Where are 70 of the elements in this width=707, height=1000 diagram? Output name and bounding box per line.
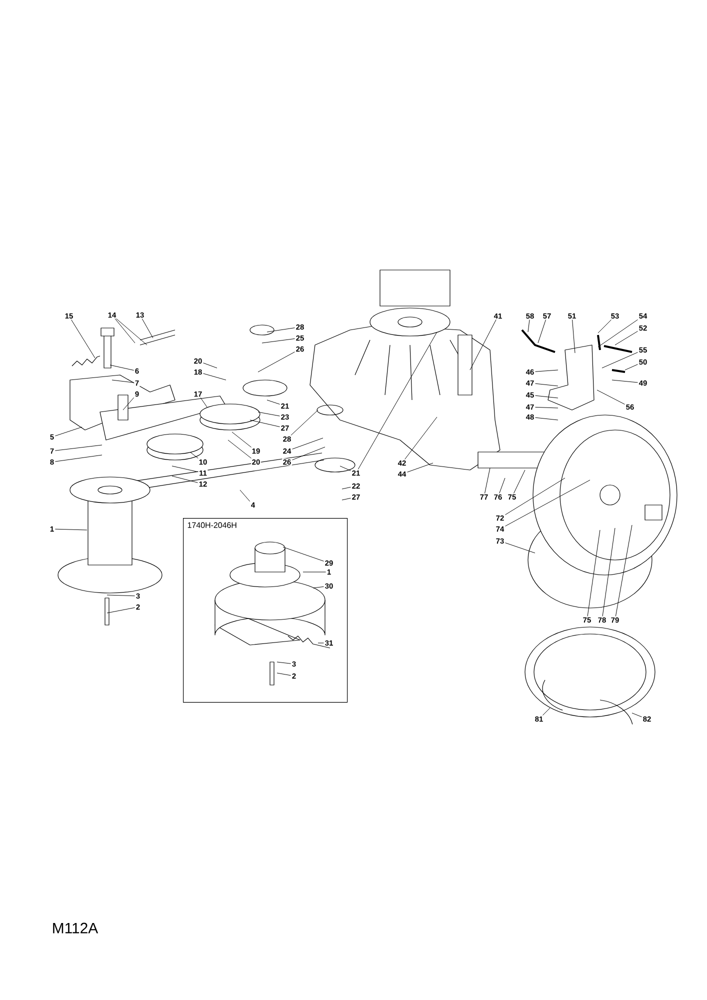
leader-line <box>342 498 351 500</box>
leader-line <box>110 364 134 371</box>
leader-line <box>54 426 82 436</box>
leader-line <box>106 594 136 596</box>
drawing-code: M112A <box>53 922 98 934</box>
leader-line <box>54 454 102 462</box>
leader-line <box>266 400 280 404</box>
leader-line <box>505 542 536 554</box>
leader-line <box>598 320 612 334</box>
leader-line <box>142 318 154 338</box>
leader-line <box>203 362 218 368</box>
leader-line <box>505 478 566 516</box>
leader-line <box>404 416 438 460</box>
leader-line <box>258 352 295 372</box>
leader-line <box>232 432 252 448</box>
leader-line <box>71 319 96 358</box>
leader-line <box>340 466 351 471</box>
leader-line <box>528 320 530 332</box>
leader-line <box>292 446 326 460</box>
leader-line <box>535 417 558 420</box>
leader-line <box>538 319 546 344</box>
leader-line <box>276 672 292 676</box>
leader-line <box>358 332 438 470</box>
leader-line <box>342 486 351 490</box>
leader-line <box>54 528 88 530</box>
leader-line <box>282 546 324 562</box>
leader-line <box>172 476 198 483</box>
leader-line <box>470 319 496 370</box>
leader-line <box>203 373 226 380</box>
leader-line <box>624 364 638 370</box>
leader-line <box>262 338 295 344</box>
leader-line <box>484 468 490 494</box>
leader-line <box>312 586 324 588</box>
leader-line <box>290 410 318 436</box>
leader-line <box>258 412 280 416</box>
leader-line <box>266 328 295 332</box>
leader-line <box>122 397 134 410</box>
leader-line <box>499 478 506 494</box>
leader-line <box>112 380 134 383</box>
leader-line <box>615 524 632 616</box>
leader-line <box>292 438 324 450</box>
leader-line <box>114 318 136 344</box>
leader-line <box>602 352 638 368</box>
leader-line <box>106 607 136 614</box>
leader-line <box>572 319 576 354</box>
leader-line <box>614 330 638 346</box>
leader-line <box>276 662 292 664</box>
leader-line <box>632 712 642 718</box>
leader-line <box>54 444 102 451</box>
leader-line <box>535 395 558 398</box>
leader-line <box>535 383 558 386</box>
leader-line <box>240 490 250 502</box>
leader-line <box>602 528 616 616</box>
leader-line <box>172 466 198 472</box>
leader-line <box>542 708 550 716</box>
leader-line <box>505 480 590 526</box>
leader-line <box>250 420 280 428</box>
leader-line <box>587 530 600 617</box>
leader-line <box>514 470 526 494</box>
leader-line <box>200 397 208 408</box>
leader-line <box>596 390 625 405</box>
leader-line <box>190 452 198 459</box>
leader-line <box>535 370 558 372</box>
leader-line <box>598 319 638 348</box>
leader-line <box>612 380 638 383</box>
leader-line <box>116 318 148 346</box>
leader-line <box>407 462 434 472</box>
leader-line <box>535 406 558 408</box>
leader-line <box>318 642 324 644</box>
leader-line <box>228 440 252 459</box>
